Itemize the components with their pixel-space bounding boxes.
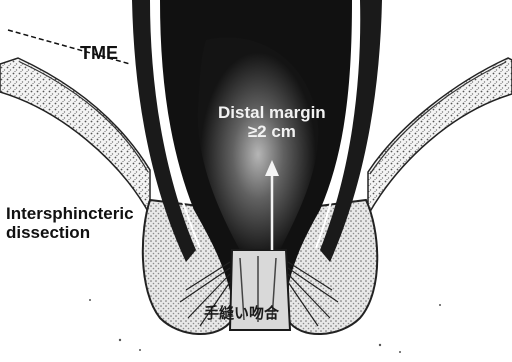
distal-margin-label: Distal margin ≥2 cm — [218, 104, 326, 141]
right-levator-muscle — [368, 58, 512, 215]
left-levator-muscle — [0, 58, 150, 215]
intersphincteric-label-line2: dissection — [6, 224, 134, 243]
anastomosis-label: 手縫い吻合 — [204, 306, 279, 323]
tme-label: TME — [80, 44, 118, 64]
distal-margin-label-line1: Distal margin — [218, 104, 326, 123]
intersphincteric-label-line1: Intersphincteric — [6, 205, 134, 224]
intersphincteric-dissection-label: Intersphincteric dissection — [6, 205, 134, 242]
distal-margin-label-line2: ≥2 cm — [218, 123, 326, 142]
